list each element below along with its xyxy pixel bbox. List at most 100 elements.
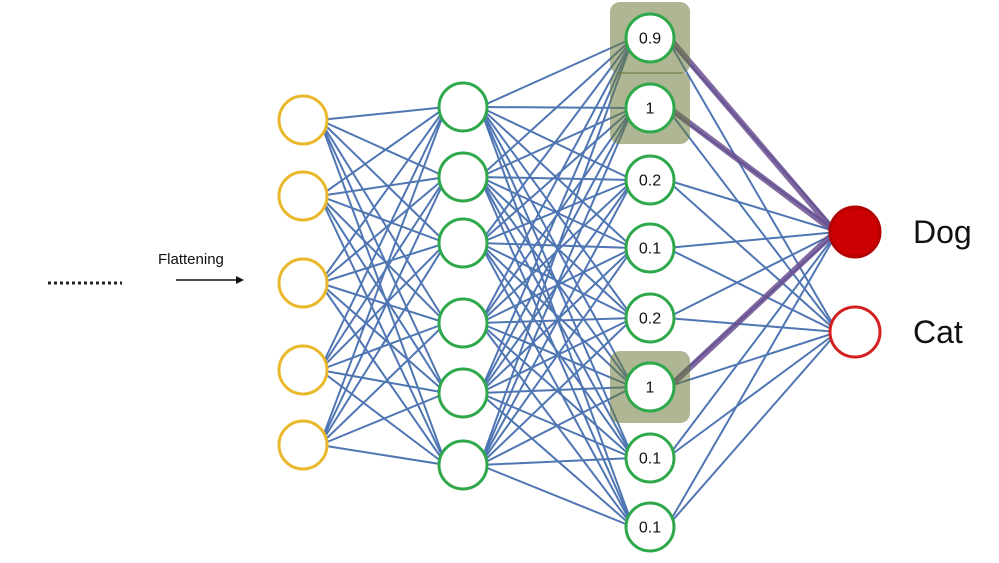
edge-input-to-hidden1 bbox=[319, 369, 447, 394]
edge-hidden2-to-output bbox=[666, 107, 839, 333]
input-node bbox=[277, 94, 329, 146]
edge-hidden1-to-hidden2 bbox=[479, 457, 634, 466]
edge-input-to-hidden1 bbox=[319, 106, 447, 197]
edge-hidden2-to-output bbox=[666, 247, 838, 333]
edge-input-to-hidden1 bbox=[319, 106, 447, 121]
edge-hidden1-to-hidden2 bbox=[479, 176, 634, 319]
edge-input-to-hidden1 bbox=[318, 106, 448, 446]
edge-input-to-hidden1 bbox=[319, 242, 447, 284]
edge-hidden1-to-hidden2 bbox=[479, 37, 634, 178]
edge-input-to-hidden1 bbox=[318, 195, 448, 466]
highlight-edge-to-dog bbox=[667, 229, 838, 390]
edge-hidden1-to-hidden2 bbox=[478, 179, 635, 466]
edge-input-to-hidden1 bbox=[318, 176, 448, 446]
edge-hidden1-to-hidden2 bbox=[479, 392, 634, 528]
node-glows bbox=[610, 2, 690, 423]
input-node bbox=[277, 170, 329, 222]
highlight-edge-to-dog bbox=[667, 105, 837, 235]
hidden2-node bbox=[624, 222, 676, 274]
hidden1-node bbox=[437, 81, 489, 133]
output-node-cat bbox=[828, 305, 882, 359]
edge-hidden1-to-hidden2 bbox=[478, 247, 635, 466]
edge-input-to-hidden1 bbox=[319, 195, 447, 324]
edge-hidden1-to-hidden2 bbox=[479, 317, 634, 466]
hidden2-node bbox=[624, 292, 676, 344]
edge-hidden1-to-hidden2 bbox=[479, 242, 634, 249]
edge-input-to-hidden1 bbox=[318, 106, 448, 371]
edge-hidden2-to-output bbox=[666, 231, 838, 249]
edge-hidden2-to-output bbox=[666, 231, 838, 319]
edge-hidden1-to-hidden2 bbox=[478, 242, 635, 459]
hidden2-node bbox=[624, 12, 676, 64]
edge-hidden1-to-hidden2 bbox=[479, 107, 634, 244]
hidden2-node bbox=[624, 154, 676, 206]
input-node bbox=[277, 344, 329, 396]
flattening-indicator: Flattening bbox=[48, 251, 244, 285]
edge-hidden2-to-output bbox=[665, 37, 839, 333]
hidden2-node bbox=[624, 82, 676, 134]
connection-lines bbox=[318, 37, 839, 528]
edge-input-to-hidden1 bbox=[319, 282, 447, 394]
flattening-label: Flattening bbox=[158, 251, 224, 268]
edge-hidden1-to-hidden2 bbox=[478, 242, 635, 528]
network-nodes: 0.9 1 0.2 0.1 0.2 1 0.1 0.1 bbox=[277, 12, 882, 553]
edge-hidden1-to-hidden2 bbox=[479, 179, 634, 244]
edge-hidden1-to-hidden2 bbox=[479, 242, 634, 388]
highlight-edge-to-dog bbox=[666, 36, 838, 234]
edge-hidden2-to-output bbox=[665, 231, 839, 528]
edge-input-to-hidden1 bbox=[319, 176, 447, 284]
hidden2-node-value: 0.1 bbox=[639, 520, 661, 537]
hidden2-node-value: 1 bbox=[646, 380, 655, 397]
hidden1-node bbox=[437, 367, 489, 419]
edge-hidden2-to-output bbox=[666, 231, 839, 459]
hidden2-node-value: 0.1 bbox=[639, 451, 661, 468]
hidden2-node-value: 0.1 bbox=[639, 241, 661, 258]
edge-input-to-hidden1 bbox=[318, 195, 448, 394]
output-node-dog bbox=[828, 205, 882, 259]
hidden2-node-value: 0.2 bbox=[639, 173, 661, 190]
edge-hidden2-to-output bbox=[666, 331, 838, 388]
edge-hidden1-to-hidden2 bbox=[478, 176, 635, 388]
edge-input-to-hidden1 bbox=[318, 106, 448, 284]
edge-hidden1-to-hidden2 bbox=[478, 37, 635, 394]
edge-input-to-hidden1 bbox=[318, 119, 448, 394]
edge-input-to-hidden1 bbox=[319, 322, 447, 446]
edge-input-to-hidden1 bbox=[319, 195, 447, 244]
hidden2-node-value: 1 bbox=[646, 101, 655, 118]
edge-hidden1-to-hidden2 bbox=[479, 386, 634, 466]
edge-hidden2-to-output bbox=[666, 179, 839, 333]
hidden2-node-value: 0.2 bbox=[639, 311, 661, 328]
edge-input-to-hidden1 bbox=[319, 119, 447, 178]
edge-hidden1-to-hidden2 bbox=[479, 37, 634, 108]
edge-hidden2-to-output bbox=[666, 331, 839, 459]
hidden2-node bbox=[624, 432, 676, 484]
hidden1-node bbox=[437, 297, 489, 349]
highlighted-connections bbox=[666, 36, 838, 390]
edge-hidden1-to-hidden2 bbox=[479, 107, 634, 178]
edge-input-to-hidden1 bbox=[319, 282, 447, 324]
edge-hidden1-to-hidden2 bbox=[478, 176, 635, 459]
edge-input-to-hidden1 bbox=[318, 119, 448, 466]
edge-hidden1-to-hidden2 bbox=[478, 37, 635, 466]
edge-hidden1-to-hidden2 bbox=[478, 37, 635, 244]
input-node bbox=[277, 257, 329, 309]
hidden2-node-value: 0.9 bbox=[639, 31, 661, 48]
edge-hidden1-to-hidden2 bbox=[479, 464, 634, 528]
edge-hidden2-to-output bbox=[666, 317, 838, 333]
hidden1-node bbox=[437, 151, 489, 203]
edge-input-to-hidden1 bbox=[319, 444, 447, 466]
edge-input-to-hidden1 bbox=[319, 322, 447, 371]
edge-hidden2-to-output bbox=[666, 179, 838, 233]
hidden2-node bbox=[624, 501, 676, 553]
hidden1-node bbox=[437, 217, 489, 269]
edge-input-to-hidden1 bbox=[319, 176, 447, 197]
edge-input-to-hidden1 bbox=[318, 282, 448, 466]
edge-input-to-hidden1 bbox=[318, 119, 448, 324]
edge-input-to-hidden1 bbox=[319, 392, 447, 446]
flattening-arrow-head bbox=[236, 276, 244, 284]
edge-input-to-hidden1 bbox=[319, 242, 447, 371]
edge-hidden1-to-hidden2 bbox=[478, 107, 635, 466]
output-label-dog: Dog bbox=[913, 214, 972, 250]
